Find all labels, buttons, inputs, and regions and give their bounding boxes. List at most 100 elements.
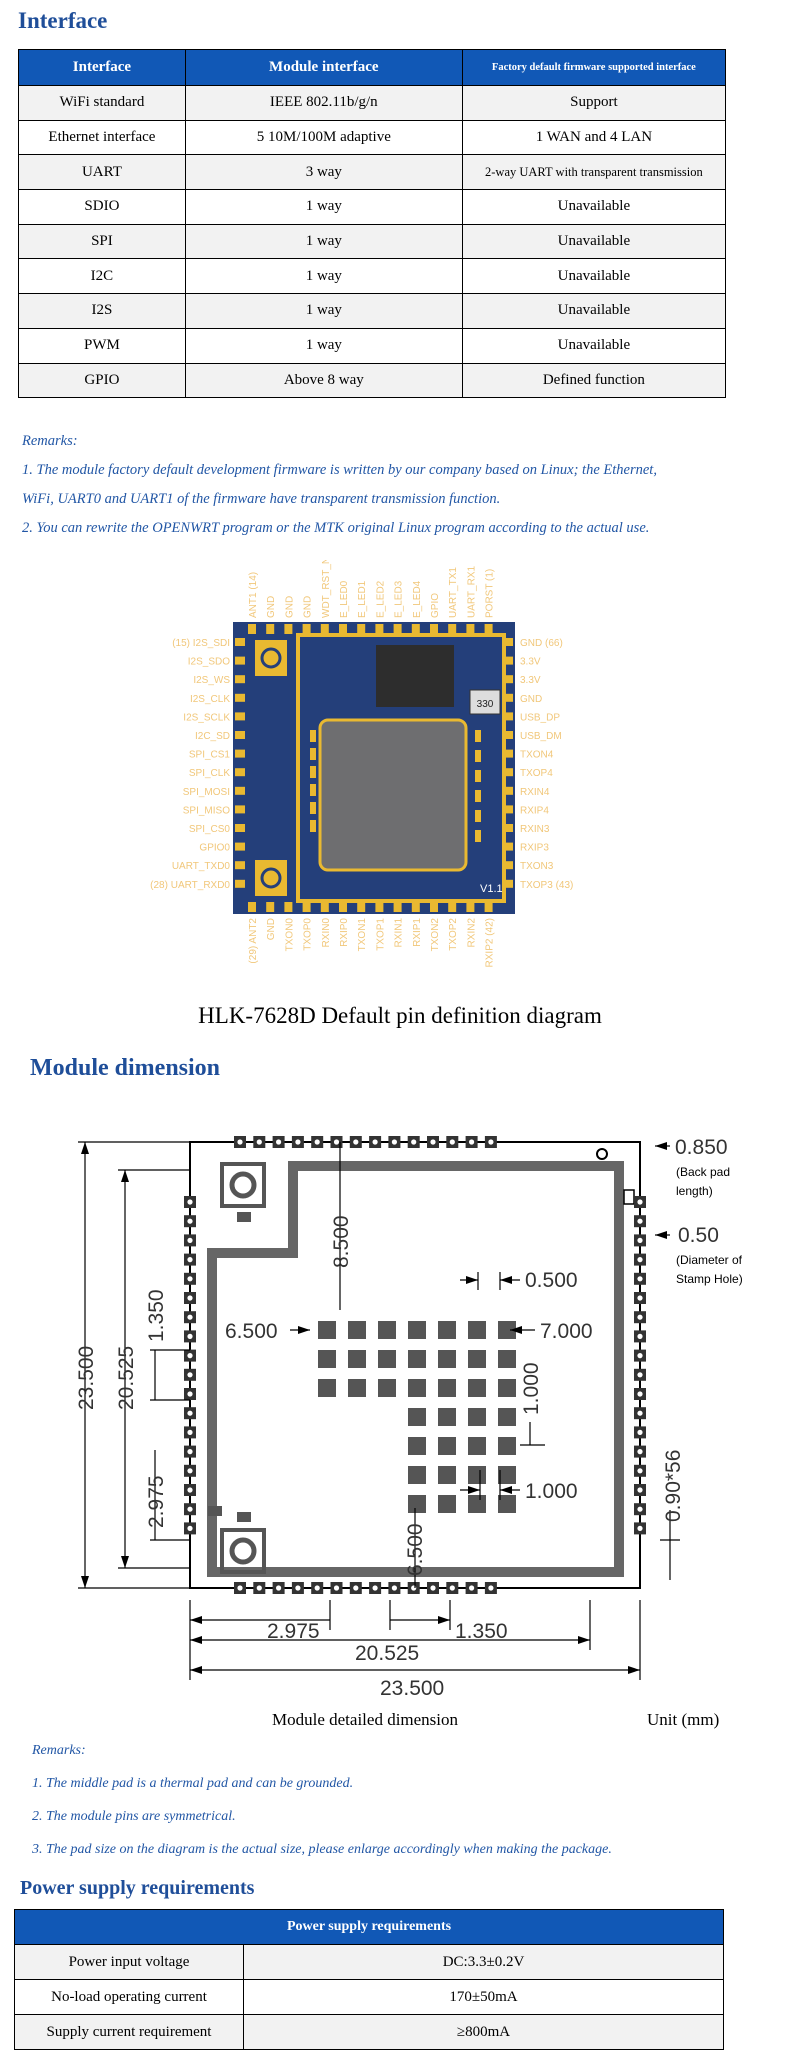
power-table: Power supply requirements Power input vo…: [14, 1909, 724, 2050]
thermal-pad: [348, 1350, 366, 1368]
pin-pad: [503, 656, 513, 665]
pin-pad: [235, 638, 245, 646]
pin-pad: [484, 624, 493, 634]
table-row: Supply current requirement≥800mA: [14, 2014, 724, 2050]
thermal-pad: [468, 1379, 486, 1397]
table-cell: Unavailable: [461, 223, 727, 260]
pin-label: RXIN3: [520, 824, 550, 835]
dim-left-2975: 2.975: [145, 1475, 168, 1528]
table-cell: 2-way UART with transparent transmission: [461, 154, 727, 191]
dim-stamp-hole: 0.50: [678, 1224, 719, 1247]
pin-label: RXIP3: [520, 843, 549, 854]
table-cell: WiFi standard: [18, 85, 186, 121]
pin-label: E_LED0: [339, 580, 350, 618]
remarks-title: Remarks:: [22, 433, 78, 449]
pin-pad: [235, 693, 245, 702]
table-cell: No-load operating current: [14, 1979, 244, 2015]
pin-pad: [503, 842, 513, 851]
thermal-pad: [408, 1379, 426, 1397]
pin-label: GND: [266, 918, 277, 940]
pin-pad: [302, 624, 311, 634]
pin-label: SPI_CS1: [189, 750, 231, 761]
pin-label: TXON3: [520, 861, 554, 872]
remark-line: 3. The pad size on the diagram is the ac…: [32, 1842, 612, 1857]
dim-stamp-note: Stamp Hole): [676, 1272, 743, 1286]
pin-pad: [375, 902, 384, 912]
table-cell: Above 8 way: [184, 362, 463, 399]
table-cell: IEEE 802.11b/g/n: [184, 85, 463, 121]
pin-label: I2S_CLK: [190, 694, 230, 705]
thermal-pad: [498, 1408, 516, 1426]
pin-label: I2S_SDO: [188, 657, 230, 668]
antenna-pad-top: [255, 640, 287, 676]
thermal-pad: [318, 1350, 336, 1368]
dim-right-offset: 7.000: [540, 1320, 593, 1343]
pin-pad: [503, 675, 513, 684]
pin-pad: [235, 786, 245, 795]
pin-label: SPI_MISO: [183, 805, 230, 816]
interface-table-header: Interface Module interface Factory defau…: [18, 49, 727, 86]
pin-label: E_LED1: [357, 580, 368, 618]
pin-pad: [266, 902, 275, 912]
dim-left-23500: 23.500: [75, 1346, 98, 1410]
pin-label: RXIP2 (42): [485, 918, 496, 967]
pin-pad: [235, 656, 245, 665]
pin-label: GND: [303, 596, 314, 618]
pin-label: RXIP4: [520, 805, 549, 816]
pin-pad: [503, 749, 513, 758]
pin-label: TXON0: [284, 918, 295, 952]
thermal-pad: [378, 1379, 396, 1397]
dim-bottom-2975: 2.975: [267, 1620, 320, 1643]
table-cell: 1 way: [184, 258, 463, 295]
dimension-unit: Unit (mm): [647, 1710, 720, 1729]
table-cell: I2C: [18, 258, 186, 295]
thermal-pad: [438, 1379, 456, 1397]
pin-label: USB_DP: [520, 712, 560, 723]
pin-pad: [266, 624, 275, 634]
dim-pitch-h: 1.000: [525, 1480, 578, 1503]
thermal-pad: [468, 1495, 486, 1513]
pin-label: UART_TXD0: [172, 861, 231, 872]
pin-pad: [302, 902, 311, 912]
thermal-pad: [468, 1466, 486, 1484]
remark-line: 2. You can rewrite the OPENWRT program o…: [22, 520, 650, 536]
pin-label: WDT_RST_N: [321, 560, 332, 618]
thermal-pad: [498, 1350, 516, 1368]
pin-pad: [284, 624, 293, 634]
table-cell: Unavailable: [461, 189, 727, 225]
pin-pad: [357, 902, 366, 912]
thermal-pad: [498, 1466, 516, 1484]
pin-pad: [235, 675, 245, 684]
thermal-pad: [468, 1437, 486, 1455]
table-cell: PWM: [18, 327, 186, 364]
table-cell: 3 way: [184, 154, 463, 191]
pin-label: (28) UART_RXD0: [150, 880, 230, 891]
pin-pad: [235, 805, 245, 814]
thermal-pad: [408, 1495, 426, 1513]
pin-label: GND (66): [520, 638, 563, 649]
pin-label: TXOP3 (43): [520, 880, 573, 891]
dim-bottom-1350: 1.350: [455, 1620, 508, 1643]
pin-label: E_LED2: [375, 580, 386, 618]
table-cell: Power input voltage: [14, 1944, 244, 1980]
pin-label: TXON4: [520, 750, 554, 761]
pin-pad: [248, 624, 256, 634]
pin-pad: [339, 624, 347, 634]
pin-label: I2C_SD: [195, 731, 230, 742]
thermal-pad: [408, 1466, 426, 1484]
pin-pad: [503, 768, 513, 777]
thermal-pad: [348, 1379, 366, 1397]
dim-left-offset: 6.500: [225, 1320, 278, 1343]
thermal-pad: [318, 1321, 336, 1339]
pin-label: USB_DM: [520, 731, 562, 742]
interface-heading: Interface: [18, 8, 108, 33]
pin-pad: [448, 624, 457, 634]
remark-line: WiFi, UART0 and UART1 of the firmware ha…: [22, 491, 501, 507]
pin-pad: [411, 902, 420, 912]
